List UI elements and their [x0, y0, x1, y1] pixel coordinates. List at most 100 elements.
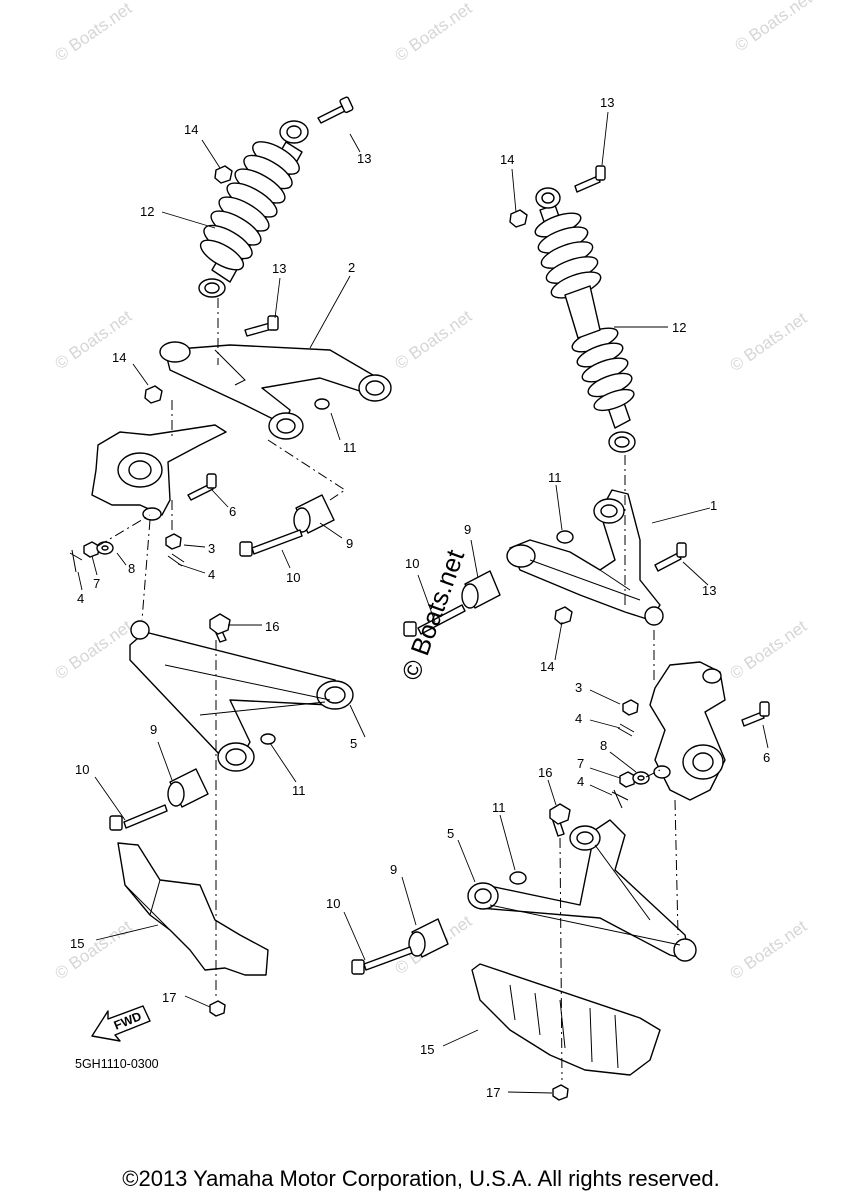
watermark: © Boats.net [391, 0, 475, 65]
washer-8 [632, 771, 650, 785]
callout-11: 11 [548, 470, 562, 485]
callout-11: 11 [292, 783, 306, 798]
nut-7 [83, 541, 100, 558]
lower-arm-5 [467, 819, 697, 962]
watermark: © Boats.net [731, 0, 815, 55]
right-shock-absorber [534, 187, 636, 453]
watermark: © Boats.net [51, 916, 135, 983]
callout-12: 12 [672, 320, 686, 335]
callout-8: 8 [128, 561, 135, 576]
fwd-arrow: FWD [91, 1005, 151, 1042]
collar-11 [509, 871, 527, 885]
bolt-13 [317, 96, 354, 124]
callout-16: 16 [538, 765, 552, 780]
watermark: © Boats.net [726, 916, 810, 983]
callout-10: 10 [75, 762, 89, 777]
callout-9: 9 [150, 722, 157, 737]
watermark: © Boats.net [726, 616, 810, 683]
collar-11 [260, 733, 276, 745]
bolt-13 [654, 542, 687, 572]
castle-nut-3 [165, 533, 182, 550]
callout-7: 7 [93, 576, 100, 591]
callout-3: 3 [208, 541, 215, 556]
bolt-10 [109, 804, 168, 831]
callout-4: 4 [77, 591, 84, 606]
leader-lines [77, 111, 769, 1094]
nut-17 [552, 1084, 569, 1101]
nut-14 [144, 385, 163, 404]
watermark: © Boats.net [51, 0, 135, 65]
callout-13: 13 [357, 151, 371, 166]
bolt-16 [209, 613, 231, 643]
callout-14: 14 [184, 122, 198, 137]
cotter-pin-4 [611, 723, 635, 809]
callout-10: 10 [326, 896, 340, 911]
assembly-lines [97, 298, 679, 1081]
callout-2: 2 [348, 260, 355, 275]
callout-15: 15 [70, 936, 84, 951]
callout-17: 17 [486, 1085, 500, 1100]
bushing-9 [408, 918, 449, 958]
cotter-pin-4 [69, 549, 185, 573]
callout-numbers: 14 13 12 13 2 14 11 6 3 4 8 7 4 10 9 16 … [70, 95, 770, 1100]
nut-14 [509, 209, 528, 228]
right-steering-knuckle [649, 661, 726, 801]
castle-nut-3 [622, 699, 639, 716]
collar-11 [556, 530, 574, 544]
left-shock-absorber [198, 120, 309, 298]
callout-4: 4 [575, 711, 582, 726]
callout-7: 7 [577, 756, 584, 771]
callout-12: 12 [140, 204, 154, 219]
callout-13: 13 [600, 95, 614, 110]
callout-10: 10 [286, 570, 300, 585]
bolt-13 [574, 165, 606, 193]
callout-8: 8 [600, 738, 607, 753]
washer-8 [96, 541, 114, 555]
watermark: © Boats.net [726, 308, 810, 375]
callout-6: 6 [229, 504, 236, 519]
bolt-6 [741, 701, 770, 727]
upper-arm-1 [506, 489, 664, 626]
left-assembly: FWD [69, 96, 392, 1042]
callout-15: 15 [420, 1042, 434, 1057]
callout-11: 11 [492, 800, 506, 815]
bolt-10 [403, 604, 466, 637]
nut-14 [554, 606, 573, 625]
callout-3: 3 [575, 680, 582, 695]
bushing-9 [293, 494, 335, 534]
diagram-code: 5GH1110-0300 [75, 1057, 159, 1071]
callout-9: 9 [390, 862, 397, 877]
callout-5: 5 [447, 826, 454, 841]
left-steering-knuckle [91, 424, 227, 521]
nut-14 [214, 165, 233, 184]
nut-7 [619, 771, 636, 788]
bolt-13 [244, 315, 279, 337]
callout-9: 9 [346, 536, 353, 551]
bushing-9 [461, 570, 501, 609]
callout-9: 9 [464, 522, 471, 537]
watermark: © Boats.net [391, 306, 475, 373]
callout-14: 14 [540, 659, 554, 674]
callout-5: 5 [350, 736, 357, 751]
callout-4: 4 [577, 774, 584, 789]
callout-17: 17 [162, 990, 176, 1005]
bolt-10 [239, 529, 303, 557]
callout-1: 1 [710, 498, 717, 513]
callout-13: 13 [272, 261, 286, 276]
callout-10: 10 [405, 556, 419, 571]
skid-plate-15 [117, 842, 269, 976]
callout-16: 16 [265, 619, 279, 634]
collar-11 [314, 398, 330, 410]
bolt-10 [351, 946, 413, 975]
callout-14: 14 [112, 350, 126, 365]
upper-arm-2 [159, 341, 392, 440]
callout-13: 13 [702, 583, 716, 598]
skid-plate-15 [471, 963, 661, 1076]
right-assembly [351, 165, 770, 1101]
nut-17 [209, 1000, 226, 1017]
callout-14: 14 [500, 152, 514, 167]
callout-11: 11 [343, 440, 357, 455]
lower-arm-5 [129, 620, 354, 772]
bolt-16 [549, 803, 571, 837]
callout-6: 6 [763, 750, 770, 765]
